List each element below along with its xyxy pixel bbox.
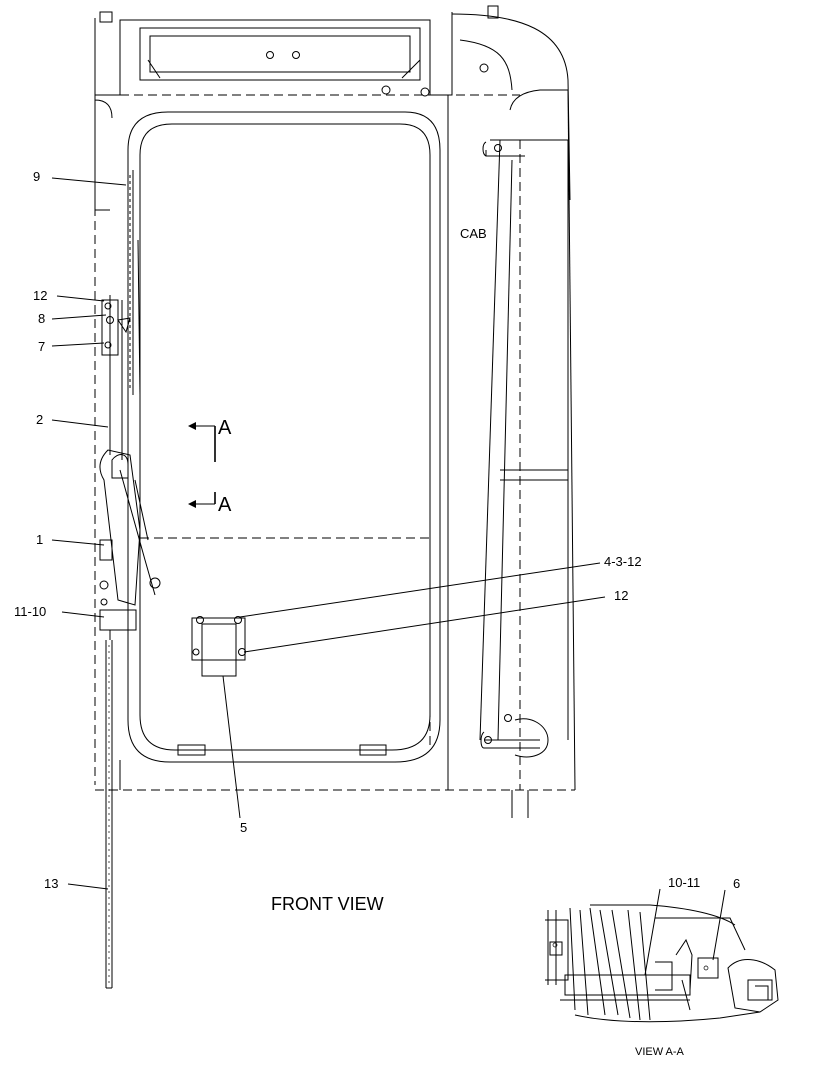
view-aa-detail xyxy=(545,888,779,1023)
wiper-assembly xyxy=(99,170,161,989)
callout-10-11: 10-11 xyxy=(668,875,700,890)
cab-label: CAB xyxy=(460,226,487,241)
view-aa-title: VIEW A-A xyxy=(635,1046,685,1058)
cab-frame xyxy=(94,5,576,818)
callout-12-left: 12 xyxy=(33,288,47,303)
callout-13: 13 xyxy=(44,876,58,891)
callout-5: 5 xyxy=(240,820,247,835)
callout-12-right: 12 xyxy=(614,588,628,603)
section-marker xyxy=(188,422,216,508)
callout-7: 7 xyxy=(38,339,45,354)
leader-lines xyxy=(51,177,606,890)
window-opening xyxy=(127,111,441,763)
section-label-top: A xyxy=(218,417,232,439)
callout-2: 2 xyxy=(36,412,43,427)
callout-1: 1 xyxy=(36,532,43,547)
front-view-title: FRONT VIEW xyxy=(271,894,384,914)
callout-6: 6 xyxy=(733,876,740,891)
callout-11-10: 11-10 xyxy=(14,604,46,619)
callout-9: 9 xyxy=(33,169,40,184)
callout-8: 8 xyxy=(38,311,45,326)
section-label-bottom: A xyxy=(218,494,232,516)
washer-reservoir xyxy=(191,616,246,677)
callout-4-3-12: 4-3-12 xyxy=(604,554,642,569)
